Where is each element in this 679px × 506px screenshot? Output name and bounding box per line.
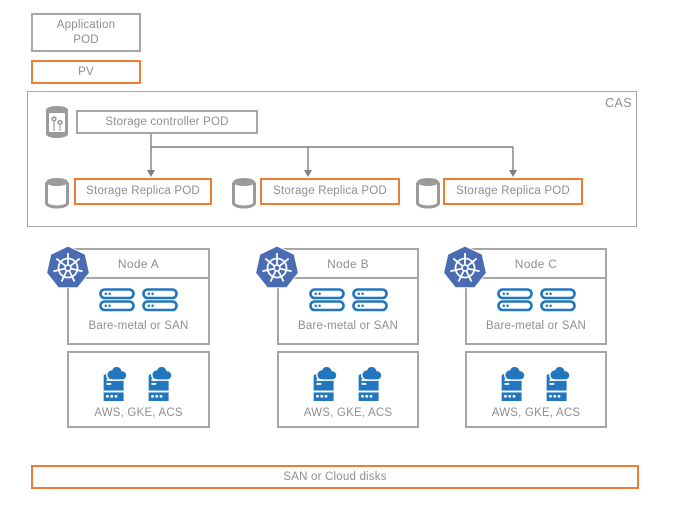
node-c-storage-label: Bare-metal or SAN <box>486 320 586 332</box>
storage-replica-pod-label: Storage Replica POD <box>86 185 200 198</box>
san-or-cloud-disks-label: SAN or Cloud disks <box>283 470 387 483</box>
cloud-server-icons-row <box>307 360 390 404</box>
pv-box: PV <box>31 60 141 84</box>
storage-controller-pod-label: Storage controller POD <box>105 115 229 128</box>
node-a-title: Node A <box>69 250 208 279</box>
node-a-storage-label: Bare-metal or SAN <box>88 320 189 332</box>
disk-cylinder-icon <box>415 176 441 209</box>
storage-replica-pod-label: Storage Replica POD <box>273 185 387 198</box>
server-rack-icon <box>539 288 576 312</box>
node-a-cloud-label: AWS, GKE, ACS <box>94 407 183 419</box>
cloud-server-icons-row <box>495 360 578 404</box>
server-icons-row <box>99 288 178 312</box>
kubernetes-icon <box>254 245 300 289</box>
server-rack-icon <box>142 288 178 312</box>
kubernetes-icon <box>45 245 91 289</box>
pv-label: PV <box>78 65 94 78</box>
node-c-title: Node C <box>467 250 605 279</box>
server-icons-row <box>496 288 576 312</box>
disk-cylinder-icon <box>44 176 70 209</box>
cloud-server-icon <box>147 365 173 402</box>
cloud-server-icon <box>545 365 571 402</box>
server-rack-icon <box>308 288 345 312</box>
storage-controller-cylinder-icon <box>45 105 69 139</box>
cloud-server-icon <box>312 365 338 402</box>
storage-replica-pod-label: Storage Replica POD <box>456 185 570 198</box>
application-pod-box: Application POD <box>31 13 141 52</box>
server-rack-icon <box>99 288 135 312</box>
server-rack-icon <box>496 288 533 312</box>
storage-replica-pod-box: Storage Replica POD <box>443 178 583 205</box>
server-rack-icon <box>351 288 388 312</box>
node-b-box: Node B Bare-metal or SAN <box>277 248 419 345</box>
storage-replica-pod-box: Storage Replica POD <box>74 178 212 205</box>
disk-cylinder-icon <box>231 176 257 209</box>
node-b-storage-label: Bare-metal or SAN <box>298 320 398 332</box>
server-icons-row <box>308 288 388 312</box>
cloud-server-icons-row <box>97 360 180 404</box>
node-a-cloud-box: AWS, GKE, ACS <box>67 351 210 428</box>
node-a-box: Node A Bare-metal or SAN <box>67 248 210 345</box>
node-c-box: Node C Bare-metal or SAN <box>465 248 607 345</box>
storage-replica-pod-box: Storage Replica POD <box>260 178 400 205</box>
cloud-server-icon <box>357 365 383 402</box>
kubernetes-icon <box>442 245 488 289</box>
node-c-cloud-box: AWS, GKE, ACS <box>465 351 607 428</box>
node-b-cloud-label: AWS, GKE, ACS <box>303 407 393 419</box>
node-b-cloud-box: AWS, GKE, ACS <box>277 351 419 428</box>
cas-label: CAS <box>605 96 632 110</box>
cloud-server-icon <box>102 365 128 402</box>
san-or-cloud-disks-box: SAN or Cloud disks <box>31 465 639 489</box>
application-pod-label: Application POD <box>56 19 116 46</box>
storage-controller-pod-box: Storage controller POD <box>76 110 258 134</box>
node-b-title: Node B <box>279 250 417 279</box>
cloud-server-icon <box>500 365 526 402</box>
node-c-cloud-label: AWS, GKE, ACS <box>491 407 581 419</box>
